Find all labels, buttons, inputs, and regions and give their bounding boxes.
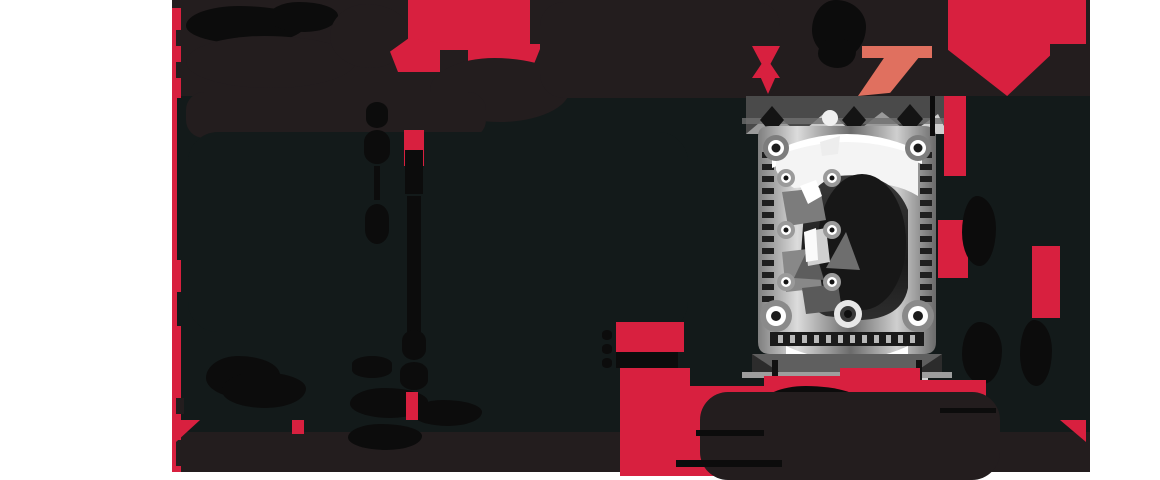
footer-accent-block <box>292 420 304 434</box>
redacted-text <box>222 372 306 408</box>
footer-accent-block <box>620 368 690 476</box>
dimension-dot <box>602 344 612 354</box>
redacted-heading <box>186 92 486 138</box>
left-margin <box>0 0 172 480</box>
dimension-token <box>405 150 423 194</box>
redacted-text <box>268 2 338 32</box>
accent-notch <box>177 292 184 326</box>
dimension-token <box>400 362 428 390</box>
redacted-text <box>540 2 780 98</box>
accent-notch <box>176 30 184 46</box>
component-figure-graphic <box>742 96 952 388</box>
dimension-marker-red <box>616 322 684 352</box>
dimension-dot <box>602 330 612 340</box>
footer-rule <box>676 460 782 467</box>
footer-rule <box>696 430 764 436</box>
dimension-token <box>402 330 426 360</box>
footer-rule <box>940 408 996 413</box>
accent-notch <box>176 440 184 466</box>
dimension-leader-line <box>374 166 380 200</box>
dimension-bar <box>616 352 678 368</box>
dimension-leader-line <box>407 196 421 336</box>
redacted-text <box>348 424 422 450</box>
accent-notch <box>177 98 185 260</box>
right-margin <box>1090 0 1160 480</box>
dimension-token <box>365 204 389 244</box>
redacted-text <box>818 38 856 68</box>
component-figure <box>742 92 952 388</box>
accent-stripe <box>172 8 181 472</box>
dimension-marker-red <box>406 392 418 420</box>
accent-notch <box>176 62 184 78</box>
dimension-token <box>352 356 392 378</box>
redacted-text <box>412 400 482 426</box>
redacted-text <box>1020 320 1052 386</box>
header-accent-block <box>1040 0 1086 44</box>
redacted-text <box>962 196 996 266</box>
redacted-text <box>962 322 1002 384</box>
dimension-dot <box>602 358 612 368</box>
footer-accent-block <box>1032 246 1060 318</box>
dimension-token <box>364 130 390 164</box>
accent-notch <box>176 398 184 414</box>
callout-arrow-2 <box>862 46 932 58</box>
redacted-paragraph <box>188 132 688 332</box>
figure-leader-line <box>930 96 935 136</box>
redacted-text <box>186 36 356 88</box>
dimension-token <box>366 102 388 128</box>
figure-accent-block <box>944 96 966 176</box>
